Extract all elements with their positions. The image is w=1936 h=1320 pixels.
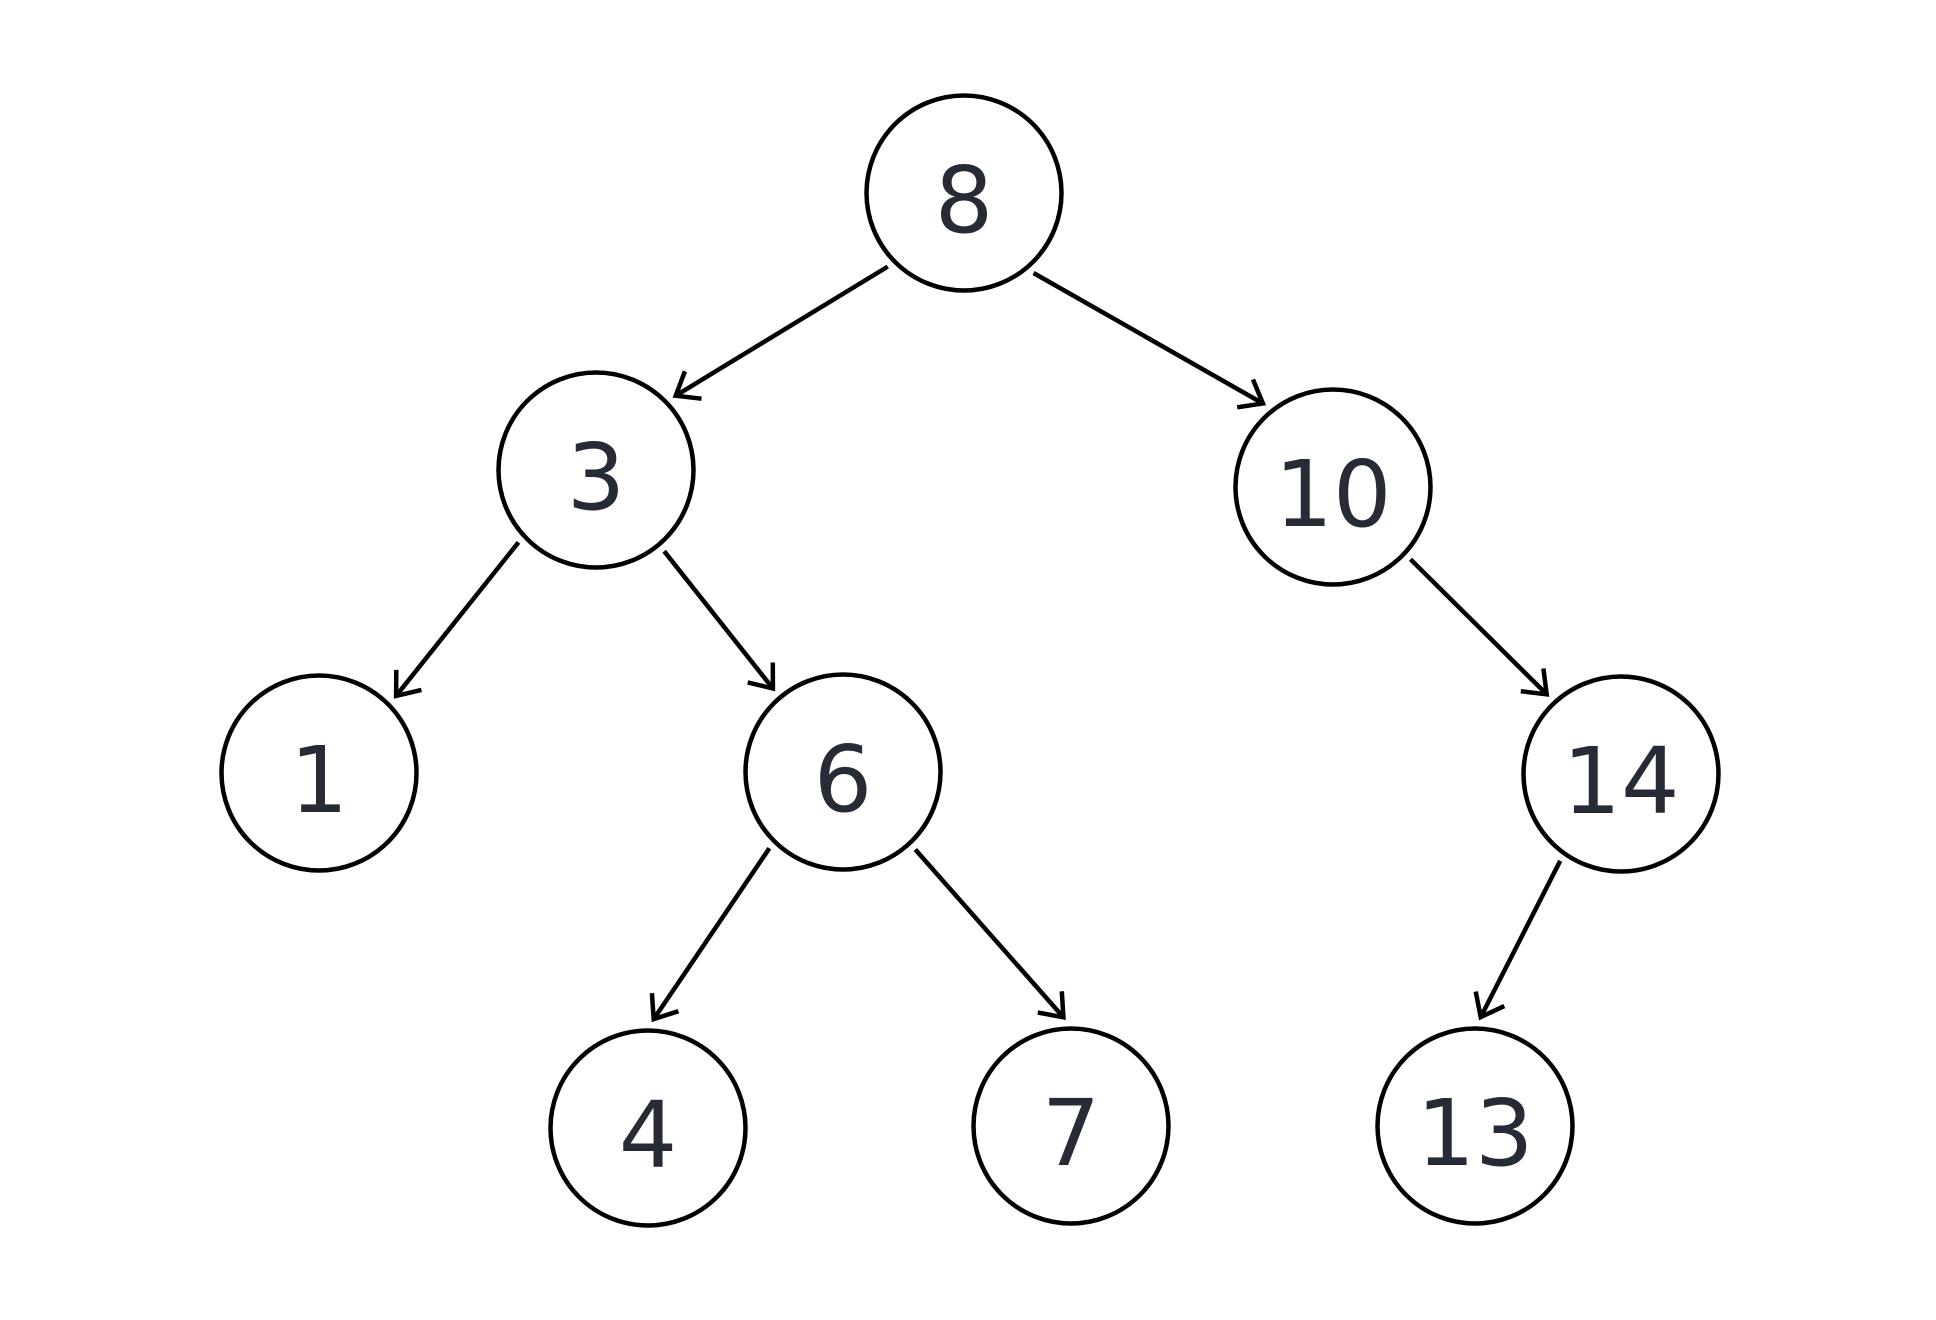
arrowhead-icon [747,662,776,692]
edge-8-3 [672,264,889,401]
edge-shaft [1032,271,1265,406]
node-circle [1521,674,1721,874]
node-label: 7 [1042,1080,1101,1187]
edge-shaft [913,848,1066,1019]
tree-node-4: 4 [548,1028,748,1228]
edge-6-7 [913,848,1066,1021]
node-label: 6 [814,726,873,833]
arrowhead-icon [393,669,422,699]
arrowhead-icon [1520,668,1550,697]
edge-shaft [674,264,889,398]
arrowhead-icon [672,370,702,401]
node-circle [219,673,419,873]
edge-14-13 [1473,859,1563,1021]
edge-shaft [651,846,772,1021]
node-label: 10 [1274,441,1391,548]
node-circle [864,93,1064,293]
tree-node-8: 8 [864,93,1064,293]
node-label: 13 [1416,1080,1533,1187]
edge-shaft [1478,859,1563,1019]
edge-shaft [1408,557,1549,696]
edge-10-14 [1408,557,1550,697]
tree-node-13: 13 [1375,1026,1575,1226]
arrowhead-icon [649,993,680,1023]
node-circle [971,1026,1171,1226]
tree-node-10: 10 [1233,387,1433,587]
tree-node-7: 7 [971,1026,1171,1226]
tree-node-1: 1 [219,673,419,873]
node-layer: 8 3 10 1 6 14 4 7 13 [219,93,1721,1228]
node-label: 14 [1562,728,1679,835]
edge-8-10 [1032,271,1267,410]
node-circle [1233,387,1433,587]
node-circle [548,1028,748,1228]
edge-3-6 [662,549,776,692]
node-circle [496,370,696,570]
tree-node-14: 14 [1521,674,1721,874]
tree-node-3: 3 [496,370,696,570]
node-label: 1 [290,727,349,834]
edge-6-4 [649,846,772,1023]
arrowhead-icon [1037,991,1066,1021]
arrowhead-icon [1236,378,1267,410]
tree-node-6: 6 [743,672,943,872]
edge-shaft [662,549,775,690]
node-circle [743,672,943,872]
edge-shaft [394,540,521,698]
node-circle [1375,1026,1575,1226]
node-label: 8 [935,147,994,254]
edge-3-1 [393,540,521,699]
edge-layer [393,264,1563,1023]
arrowhead-icon [1473,991,1506,1021]
node-label: 4 [619,1082,678,1189]
node-label: 3 [567,424,626,531]
